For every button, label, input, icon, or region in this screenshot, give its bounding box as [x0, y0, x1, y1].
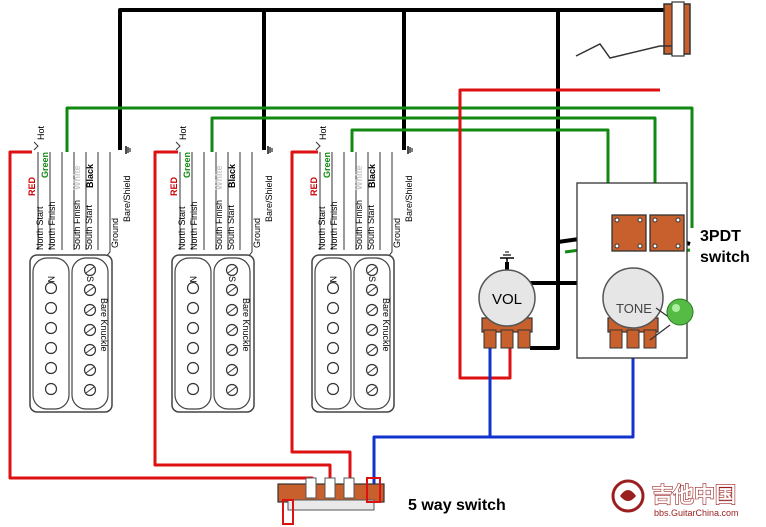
south-finish-label: South Finish: [354, 200, 364, 250]
wire-color-black: Black: [367, 163, 377, 188]
south-start-label: South Start: [84, 204, 94, 250]
south-start-label: South Start: [366, 204, 376, 250]
pole-screw: [326, 321, 340, 335]
bare-knuckle-brand: Bare Knuckle: [99, 298, 109, 352]
tone-knob-label: TONE: [616, 301, 652, 316]
wire-color-red: RED: [27, 176, 37, 196]
black-wire-jack-to-vol: [530, 10, 560, 350]
pole-screw: [186, 341, 200, 355]
pole-screw: [186, 301, 200, 315]
wire-color-green: Green: [182, 152, 192, 178]
pole-screw: [326, 281, 340, 295]
green-wire-2: [210, 116, 657, 228]
pole-s-label: S: [367, 276, 377, 282]
red-wire-3: [290, 150, 352, 495]
wire-color-green: Green: [322, 152, 332, 178]
pole-screw: [326, 382, 340, 396]
ground-label: Ground: [252, 218, 262, 248]
volume-pot: VOL: [478, 251, 536, 349]
pole-screw: [44, 301, 58, 315]
bare-knuckle-brand: Bare Knuckle: [381, 298, 391, 352]
north-start-label: North Start: [177, 206, 187, 250]
pole-screw: [44, 281, 58, 295]
pole-screw: [326, 301, 340, 315]
wire-color-black: Black: [85, 163, 95, 188]
south-finish-label: South Finish: [214, 200, 224, 250]
south-start-label: South Start: [226, 204, 236, 250]
bare-shield-label: Bare/Shield: [404, 175, 414, 222]
3pdt-label-line2: switch: [700, 249, 750, 266]
ground-label: Ground: [110, 218, 120, 248]
pole-screw: [326, 361, 340, 375]
wire-color-red: RED: [169, 176, 179, 196]
wire-color-white: White: [72, 166, 82, 191]
pole-screw: [186, 361, 200, 375]
pole-screw: [186, 382, 200, 396]
hot-label: Hot: [36, 125, 46, 140]
blue-wires: [372, 345, 635, 495]
pole-screw: [44, 321, 58, 335]
north-start-label: North Start: [35, 206, 45, 250]
wire-color-black: Black: [227, 163, 237, 188]
pole-n-label: N: [188, 276, 198, 283]
pole-n-label: N: [46, 276, 56, 283]
pole-screw: [44, 382, 58, 396]
north-finish-label: North Finish: [329, 201, 339, 250]
pole-screw: [44, 341, 58, 355]
wire-color-red: RED: [309, 176, 319, 196]
pole-screw: [44, 361, 58, 375]
bare-shield-label: Bare/Shield: [264, 175, 274, 222]
ground-label: Ground: [392, 218, 402, 248]
pole-s-label: S: [227, 276, 237, 282]
wire-color-green: Green: [40, 152, 50, 178]
bare-shield-label: Bare/Shield: [122, 175, 132, 222]
3pdt-switch: 3PDT switch: [576, 182, 750, 359]
green-wire-3: [350, 128, 610, 228]
red-wire-jack-tip: [458, 88, 660, 380]
5-way-switch: 5 way switch: [277, 477, 506, 525]
pole-screw: [326, 341, 340, 355]
pole-s-label: S: [85, 276, 95, 282]
watermark-text: 吉他中国: [652, 483, 736, 507]
vol-knob-label: VOL: [492, 291, 522, 308]
pole-n-label: N: [328, 276, 338, 283]
output-jack: [575, 1, 691, 59]
north-finish-label: North Finish: [189, 201, 199, 250]
black-wire-ground-bus-top: [118, 8, 670, 150]
bare-knuckle-brand: Bare Knuckle: [241, 298, 251, 352]
tone-pot: TONE: [602, 267, 694, 349]
blue-wire-to-tone: [490, 345, 635, 439]
red-wire-2: [153, 150, 332, 495]
3pdt-label-line1: 3PDT: [700, 228, 741, 245]
south-finish-label: South Finish: [72, 200, 82, 250]
watermark-url: bbs.GuitarChina.com: [654, 508, 739, 518]
five-way-switch-label: 5 way switch: [408, 497, 506, 514]
hot-label: Hot: [318, 125, 328, 140]
hot-label: Hot: [178, 125, 188, 140]
blue-wire-switch-to-vol: [372, 345, 492, 495]
north-start-label: North Start: [317, 206, 327, 250]
pole-screw: [186, 281, 200, 295]
pole-screw: [186, 321, 200, 335]
watermark: 吉他中国 bbs.GuitarChina.com: [611, 479, 739, 518]
wire-color-white: White: [214, 166, 224, 191]
green-wire-1: [65, 106, 694, 228]
north-finish-label: North Finish: [47, 201, 57, 250]
wire-color-white: White: [354, 166, 364, 191]
